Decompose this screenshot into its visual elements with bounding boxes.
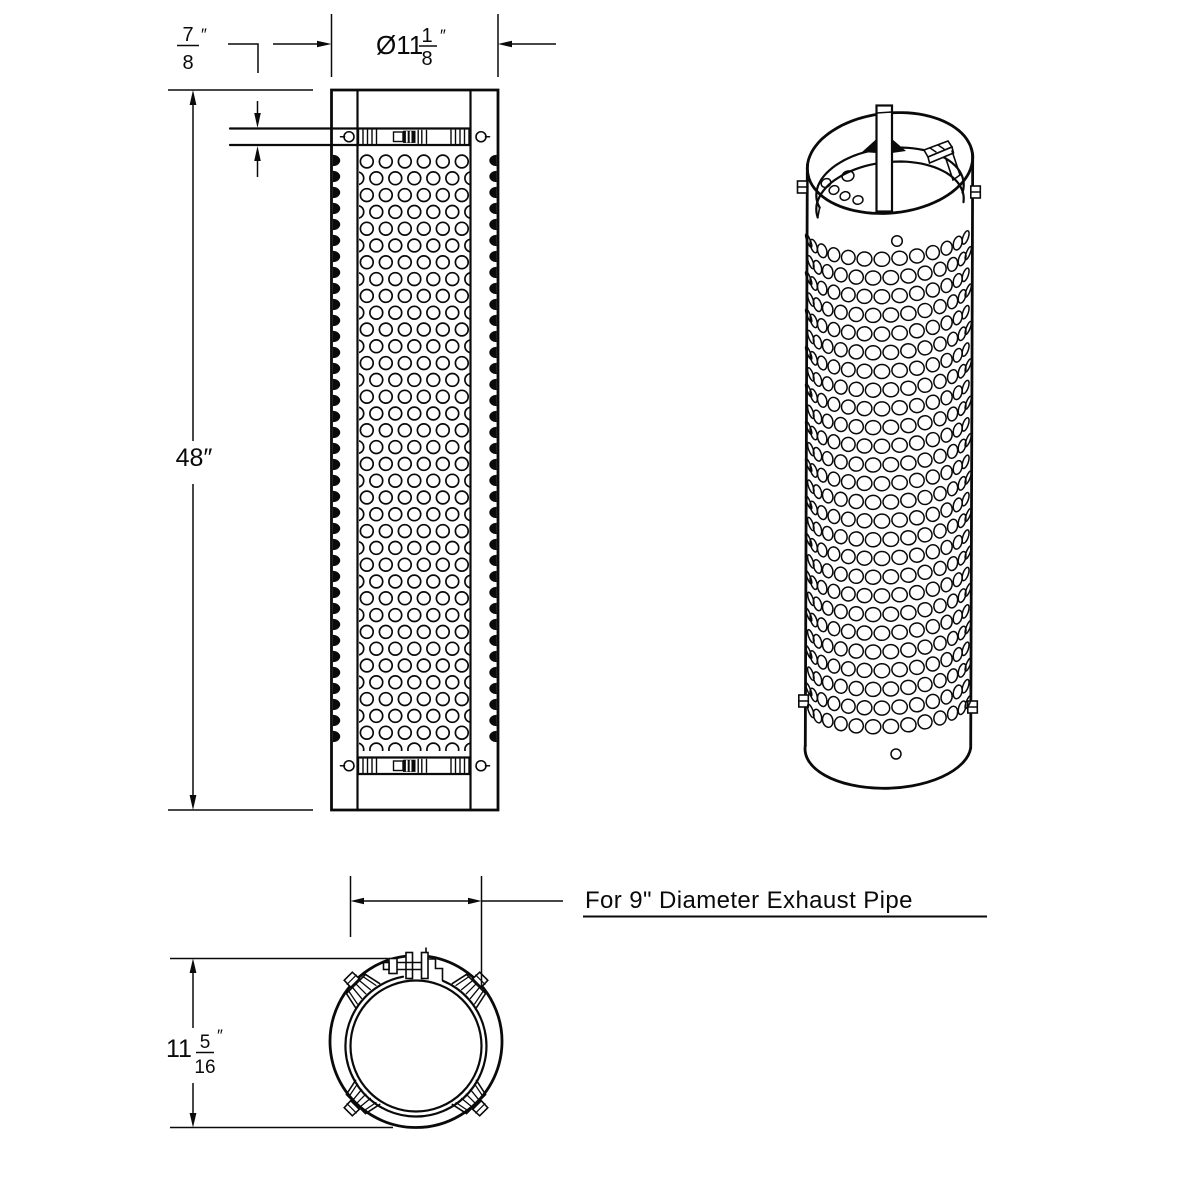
single-hole xyxy=(890,234,904,248)
front-edge-scallops xyxy=(332,154,497,743)
arrow-up-icon xyxy=(189,958,197,973)
diameter-label: Ø11 xyxy=(376,30,423,60)
clamp-bolt-assembly xyxy=(382,947,444,982)
bottom-view xyxy=(328,947,504,1129)
leader-elbow xyxy=(228,43,259,73)
overall-denominator: 16 xyxy=(194,1057,215,1078)
arrow-down-icon xyxy=(189,1113,197,1128)
clamp-flange-left xyxy=(405,951,414,980)
front-perforations xyxy=(359,154,470,751)
clamp-band-inner xyxy=(349,979,483,1113)
wall-right-edge xyxy=(969,153,975,750)
iso-clamp-strip xyxy=(945,150,961,182)
front-outline xyxy=(330,88,500,812)
arrow-up-icon xyxy=(189,90,197,105)
bolt-nub xyxy=(382,961,390,971)
buckle-block xyxy=(403,759,416,772)
band-bolt-icon xyxy=(475,130,487,143)
overall-whole: 11 xyxy=(166,1035,192,1063)
iso-shell xyxy=(796,146,982,790)
rim-front-arc xyxy=(805,146,975,215)
arrow-up-icon xyxy=(254,146,261,161)
dim-band-offset: 7 8 ″ xyxy=(177,24,261,177)
diameter-denominator: 8 xyxy=(421,48,432,70)
strap-cap-line xyxy=(875,111,893,114)
shell-circle xyxy=(328,954,504,1129)
arrow-down-icon xyxy=(254,113,261,128)
bolt-head xyxy=(388,957,398,975)
band-bolt-icon xyxy=(475,759,487,772)
dim-height-48: 48″ xyxy=(168,89,313,811)
clamp-bands xyxy=(228,127,491,776)
clamp-step xyxy=(427,958,444,982)
diameter-unit: ″ xyxy=(440,27,446,45)
bottom-arc xyxy=(803,744,973,790)
overall-unit: ″ xyxy=(217,1027,223,1045)
dim-diameter: Ø11 1 8 ″ xyxy=(273,14,556,77)
clamp-flange-right xyxy=(420,951,429,980)
arrow-down-icon xyxy=(189,795,197,810)
strap-foot-left xyxy=(862,139,877,153)
single-hole xyxy=(890,748,902,760)
standoff-bracket xyxy=(343,971,381,1009)
buckle-block xyxy=(403,130,416,143)
band-buckle-details xyxy=(339,129,491,774)
standoff-bracket xyxy=(451,1079,489,1117)
diameter-numerator: 1 xyxy=(421,25,432,47)
front-view xyxy=(228,88,500,812)
clamp-band-outer xyxy=(344,975,488,1118)
isometric-view xyxy=(796,104,982,790)
hanger-strap xyxy=(875,104,894,213)
standoff-brackets xyxy=(343,971,489,1117)
note-callout: For 9" Diameter Exhaust Pipe xyxy=(583,887,987,918)
band-bolt-icon xyxy=(343,130,355,143)
dim-pipe-diameter xyxy=(349,876,563,988)
standoff-bracket xyxy=(451,971,489,1009)
dim-overall-height: 11 5 16 ″ xyxy=(166,957,393,1129)
standoff-bracket xyxy=(343,1079,381,1117)
iso-perforations xyxy=(804,229,973,735)
arrow-left-icon xyxy=(498,40,512,48)
band-offset-numerator: 7 xyxy=(182,24,193,46)
arrow-right-icon xyxy=(317,40,332,48)
scallop-path xyxy=(332,154,497,743)
overall-numerator: 5 xyxy=(200,1032,211,1053)
arrow-left-icon xyxy=(350,897,364,905)
height-dim-label: 48″ xyxy=(176,444,213,472)
strap-foot-right xyxy=(892,139,906,153)
note-label: For 9" Diameter Exhaust Pipe xyxy=(585,887,913,914)
band-bolt-icon xyxy=(343,759,355,772)
band-offset-denominator: 8 xyxy=(182,52,193,74)
band-offset-unit: ″ xyxy=(201,26,207,44)
arrow-right-icon xyxy=(468,897,482,905)
